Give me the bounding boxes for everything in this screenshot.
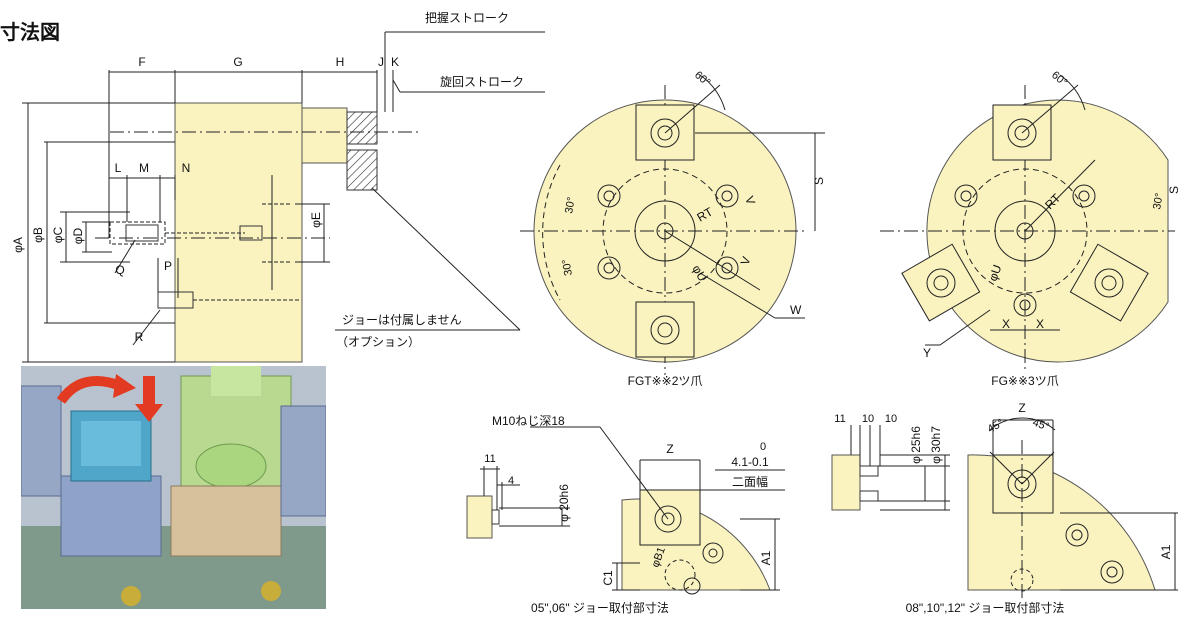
fg-dim-x1: X [1002,317,1010,331]
product-render [21,366,326,609]
dim-m: M [139,161,149,175]
ds-flats: 二面幅 [732,474,768,489]
jaw-top [346,111,378,145]
dl-dim-30: φ 30h7 [929,426,943,464]
jaw-note: ジョーは付属しません [342,313,462,327]
detail-large [831,417,1178,600]
fg-dim-y: Y [923,346,931,360]
thread-note: M10ねじ深18 [492,414,565,428]
product-photo [21,366,326,609]
dl-angle-45b: 45° [1031,417,1051,434]
ds-dim-4: 4 [508,475,514,487]
ds-dim-z: Z [666,442,673,456]
fgt-angle-30-top: 30° [563,196,578,214]
fg-dim-x2: X [1036,317,1044,331]
dl-dim-10b: 10 [885,413,897,425]
fgt-caption: FGT※※2ツ爪 [628,374,703,388]
rotate-arrow-icon [56,376,123,404]
label-q: Q [115,263,124,277]
jaw-bottom [346,149,378,191]
dl-dim-11: 11 [834,413,845,425]
fgt-angle-30-bottom: 30° [560,258,575,276]
label-r: R [135,330,144,344]
fg-caption: FG※※3ツ爪 [991,374,1058,388]
fg-angle-60: 60° [1049,69,1069,89]
dim-j: J [378,55,384,69]
dl-dim-10a: 10 [862,413,874,425]
ds-tol-main: 4.1-0.1 [731,455,769,469]
fgt-dim-s: S [812,177,826,185]
dim-f: F [138,55,145,69]
fg-front-view [880,74,1175,370]
ds-dim-c1: C1 [601,570,615,586]
fg-dim-u: φU [986,263,1005,283]
dim-d: φD [71,227,85,244]
chuck-stub [301,107,348,164]
dim-e: φE [309,212,323,228]
dim-a: φA [11,237,25,253]
grip-stroke-label: 把握ストローク [425,10,509,25]
fgt-dim-w: W [790,303,802,317]
ds-dim-a1: A1 [759,550,773,565]
dim-h: H [336,55,345,69]
label-p: P [164,259,172,273]
dim-l: L [115,161,122,175]
detail-large-labels: 11 10 10 φ 25h6 φ 30h7 Z 45° 45° A1 08",… [834,401,1173,615]
fgt-angle-60: 60° [692,69,712,89]
dl-dim-25: φ 25h6 [909,426,923,464]
dl-dim-z: Z [1018,401,1025,415]
detail-small [466,426,785,595]
side-view-labels: F G H J K L M N φA φB φC φD φE Q P R 把握ス… [11,10,524,349]
fgt-front-view [520,74,825,375]
dl-dim-a1: A1 [1159,544,1173,559]
dim-b: φB [31,227,45,243]
page-title: 寸法図 [0,22,60,44]
ds-caption: 05",06" ジョー取付部寸法 [531,600,669,615]
dl-caption: 08",10",12" ジョー取付部寸法 [906,600,1065,615]
dim-k: K [391,55,399,69]
ds-dim-20: φ 20h6 [557,484,571,522]
fg-dim-s: S [1167,186,1178,194]
jaw-note-option: （オプション） [336,335,420,349]
ds-dim-11: 11 [484,453,495,465]
down-arrow-icon [143,376,155,406]
turn-stroke-label: 旋回ストローク [440,75,524,89]
ds-tol-top: 0 [760,441,766,453]
dim-g: G [233,55,242,69]
dim-n: N [182,161,191,175]
side-view [22,31,545,363]
dim-c: φC [51,226,65,243]
fg-angle-30: 30° [1151,192,1166,210]
detail-small-labels: M10ねじ深18 11 4 φ 20h6 Z 0 4.1-0.1 二面幅 A1 … [484,414,773,615]
fgt-labels: 60° 30° 30° S RT φU V V W FGT※※2ツ爪 [560,69,826,388]
